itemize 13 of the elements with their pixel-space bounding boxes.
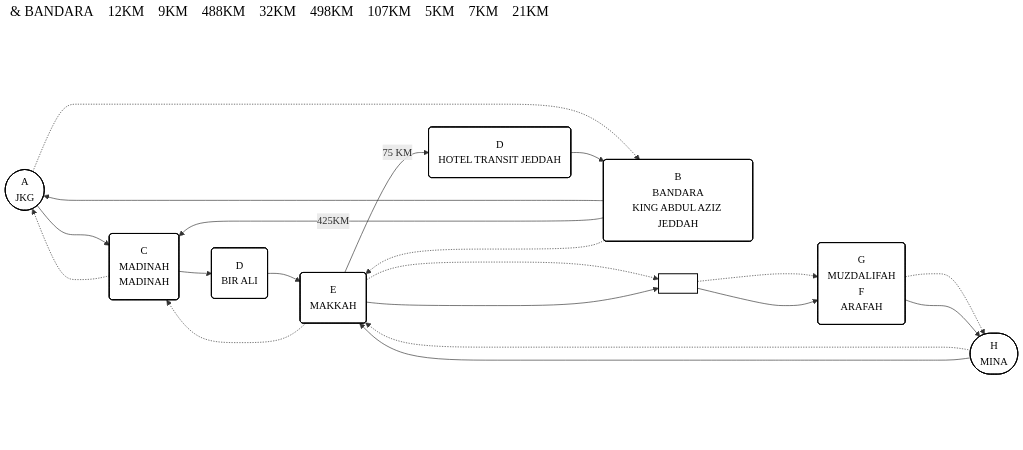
- distance-label: 12KM: [107, 4, 145, 21]
- distance-label: 107KM: [367, 4, 411, 21]
- node-box: [658, 273, 698, 294]
- distance-label: 9KM: [158, 4, 188, 21]
- distance-label: 21KM: [512, 4, 549, 21]
- distance-label: 5KM: [425, 4, 455, 21]
- distance-label: & BANDARA: [10, 4, 94, 21]
- edge-label: 425KM: [317, 215, 350, 227]
- edge-label: 75 KM: [382, 146, 413, 158]
- distance-label: 498KM: [309, 4, 354, 21]
- distance-label: 488KM: [201, 4, 246, 21]
- distance-label: 7KM: [468, 4, 499, 21]
- distance-label: 32KM: [259, 4, 296, 21]
